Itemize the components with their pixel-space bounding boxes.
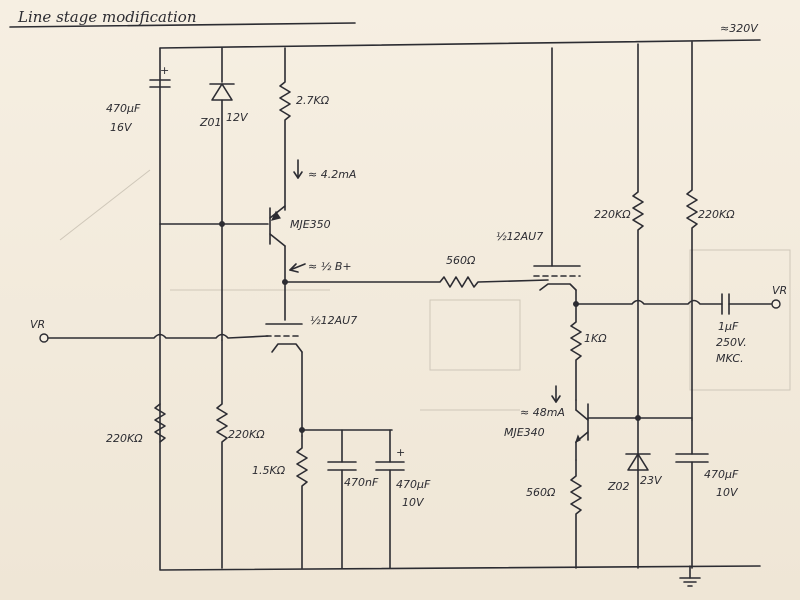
- supply-rail: [159, 39, 761, 49]
- capacitor-out-1uf: [721, 293, 781, 315]
- r-2k7-label: 2.7KΩ: [296, 94, 330, 107]
- transistor-mje350: [269, 205, 286, 321]
- half-b-arrow: [289, 263, 306, 271]
- r-220k-d-label: 220KΩ: [698, 208, 735, 221]
- r-560-bottom-label: 560Ω: [526, 486, 556, 499]
- ground-rail: [159, 47, 761, 571]
- r-1k5-label: 1.5KΩ: [252, 464, 286, 477]
- z02-voltage: 23V: [640, 474, 663, 487]
- zener-z02: [625, 453, 651, 471]
- tube-12au7-lower: [265, 323, 303, 437]
- input-line: [47, 333, 269, 339]
- resistor-1k5: [296, 435, 308, 569]
- q1-label: MJE350: [290, 218, 331, 231]
- resistor-560-bottom: [570, 459, 582, 569]
- ghost-bleedthrough: [59, 169, 791, 411]
- zener-z01: [209, 47, 235, 341]
- r-220k-c-label: 220KΩ: [594, 208, 631, 221]
- supply-label: ≈320V: [720, 22, 759, 35]
- tube-12au7-upper: [533, 47, 581, 305]
- input-terminal: [39, 333, 49, 343]
- title-underline: [9, 22, 356, 28]
- resistor-2k7: [279, 47, 291, 211]
- c1-value: 470μF: [106, 102, 141, 115]
- c-470uf-left-value: 470μF: [396, 478, 431, 491]
- capacitor-470nf: [327, 429, 357, 569]
- input-label: VR: [30, 318, 45, 331]
- svg-text:+: +: [160, 64, 169, 77]
- q2-label: MJE340: [504, 426, 545, 439]
- c-470nf-label: 470nF: [344, 476, 379, 489]
- output-bus: [575, 299, 723, 305]
- output-label: VR: [772, 284, 787, 297]
- resistor-560-top: [284, 276, 549, 288]
- c-out-type: MKC.: [716, 352, 744, 365]
- tube-top-label: ½12AU7: [496, 230, 543, 243]
- half-b-label: ≈ ½ B+: [308, 260, 352, 273]
- c-470uf-right-value: 470μF: [704, 468, 739, 481]
- transistor-mje340: [574, 399, 639, 461]
- z01-label: Z01: [199, 116, 222, 129]
- resistor-220k-d: [686, 41, 698, 421]
- current-2-label: ≈ 48mA: [520, 406, 565, 419]
- c-470uf-right-voltage: 10V: [716, 486, 739, 499]
- c-470uf-left-voltage: 10V: [402, 496, 425, 509]
- resistor-220k-b: [216, 339, 228, 569]
- resistor-220k-a: [154, 403, 166, 443]
- r-1k-label: 1KΩ: [584, 332, 607, 345]
- z02-label: Z02: [607, 480, 630, 493]
- c-out-voltage: 250V.: [716, 336, 747, 349]
- c-out-value: 1μF: [718, 320, 739, 333]
- diagram-title: Line stage modification: [17, 8, 197, 26]
- r-220k-b-label: 220KΩ: [228, 428, 265, 441]
- current-1-label: ≈ 4.2mA: [308, 168, 356, 181]
- z01-voltage: 12V: [226, 111, 249, 124]
- r-560-top-label: 560Ω: [446, 254, 476, 267]
- capacitor-470uf-right: [675, 419, 709, 569]
- tube-mid-label: ½12AU7: [310, 314, 357, 327]
- capacitor-c1: +: [149, 64, 171, 88]
- c1-voltage: 16V: [110, 121, 133, 134]
- r-220k-a-label: 220KΩ: [106, 432, 143, 445]
- ground-symbol: [679, 565, 701, 587]
- resistor-1k: [570, 303, 582, 401]
- resistor-220k-c: [632, 43, 644, 569]
- svg-text:+: +: [396, 446, 405, 459]
- capacitor-470uf-left: +: [375, 429, 405, 569]
